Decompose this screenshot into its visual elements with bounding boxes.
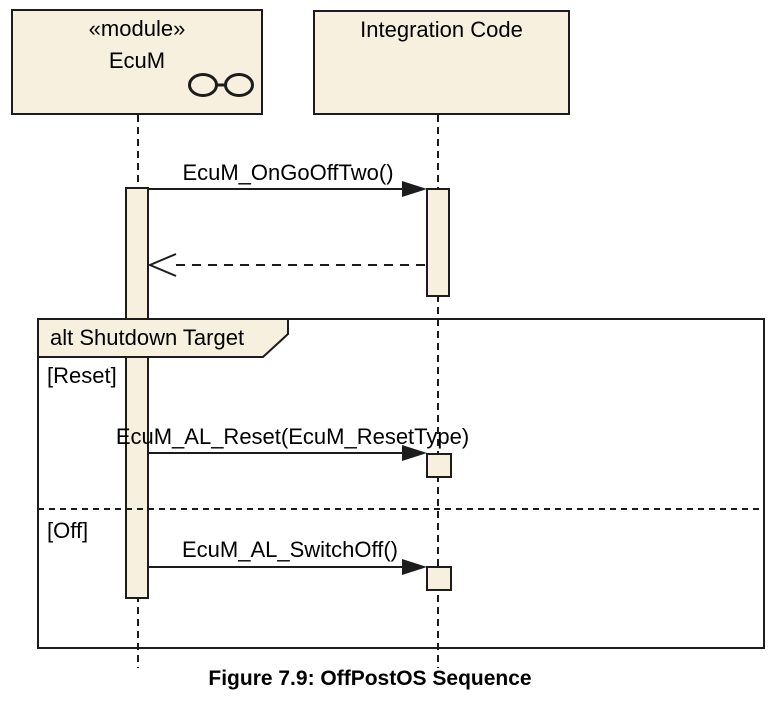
activation-box-switchoff	[426, 566, 452, 591]
alt-operator-label: alt Shutdown Target	[50, 325, 245, 350]
message-label-switchoff: EcuM_AL_SwitchOff()	[181, 537, 398, 562]
participant-stereotype: «module»	[88, 16, 186, 41]
participant-name: EcuM	[108, 48, 166, 73]
guard-off: [Off]	[47, 518, 89, 543]
guard-reset: [Reset]	[47, 363, 117, 388]
alt-fragment-frame	[37, 318, 765, 649]
activation-box-reset	[426, 453, 452, 478]
alt-operator-pentagon	[37, 318, 289, 358]
return-arrowhead-icon	[147, 253, 177, 277]
participant-name: Integration Code	[360, 17, 523, 42]
sync-arrowhead-icon	[402, 181, 427, 197]
sync-arrowhead-icon	[402, 559, 427, 575]
figure-caption: Figure 7.9: OffPostOS Sequence	[208, 667, 532, 690]
message-label-reset: EcuM_AL_Reset(EcuM_ResetType)	[115, 424, 470, 449]
activation-bar-integration	[426, 188, 450, 297]
activation-bar-ecum	[125, 187, 149, 599]
sync-arrowhead-icon	[402, 445, 427, 461]
message-label-ongooff: EcuM_OnGoOffTwo()	[182, 160, 394, 185]
participant-integration-code: Integration Code	[313, 10, 570, 115]
participant-ecum: «module» EcuM	[11, 9, 263, 115]
eyeglasses-icon	[188, 73, 254, 97]
